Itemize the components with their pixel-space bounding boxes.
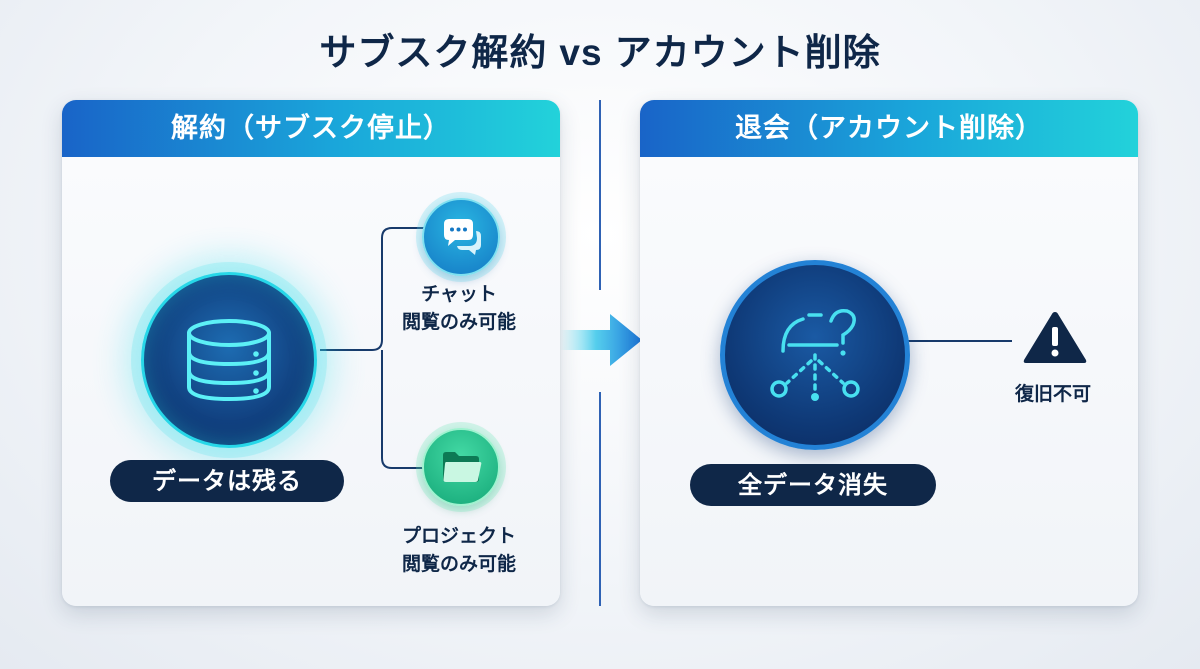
title-vs: vs — [559, 32, 603, 73]
folder-icon — [422, 428, 500, 506]
title-right: アカウント削除 — [614, 31, 881, 74]
all-data-lost-pill: 全データ消失 — [690, 464, 936, 506]
project-label-line2: 閲覧のみ可能 — [401, 553, 516, 575]
warning-triangle-icon — [1020, 308, 1090, 370]
chat-bubbles-icon — [422, 198, 500, 276]
cancel-card-header: 解約（サブスク停止） — [62, 100, 560, 157]
data-remains-pill: データは残る — [110, 460, 344, 502]
chat-label-line1: チャット — [421, 283, 497, 305]
unrecoverable-label: 復旧不可 — [1014, 383, 1091, 405]
database-icon — [141, 272, 317, 448]
title-left: サブスク解約 — [319, 31, 548, 74]
project-readonly-label: プロジェクト 閲覧のみ可能 — [374, 522, 544, 578]
broken-network-question-icon — [720, 260, 910, 450]
chat-label-line2: 閲覧のみ可能 — [401, 311, 516, 333]
right-arrow-icon — [558, 308, 646, 376]
center-divider-bottom — [599, 392, 601, 606]
delete-card-header: 退会（アカウント削除） — [640, 100, 1138, 157]
chat-readonly-label: チャット 閲覧のみ可能 — [374, 280, 544, 336]
project-label-line1: プロジェクト — [401, 525, 516, 547]
page-title: サブスク解約 vs アカウント削除 — [0, 22, 1200, 76]
center-divider-top — [599, 100, 601, 290]
